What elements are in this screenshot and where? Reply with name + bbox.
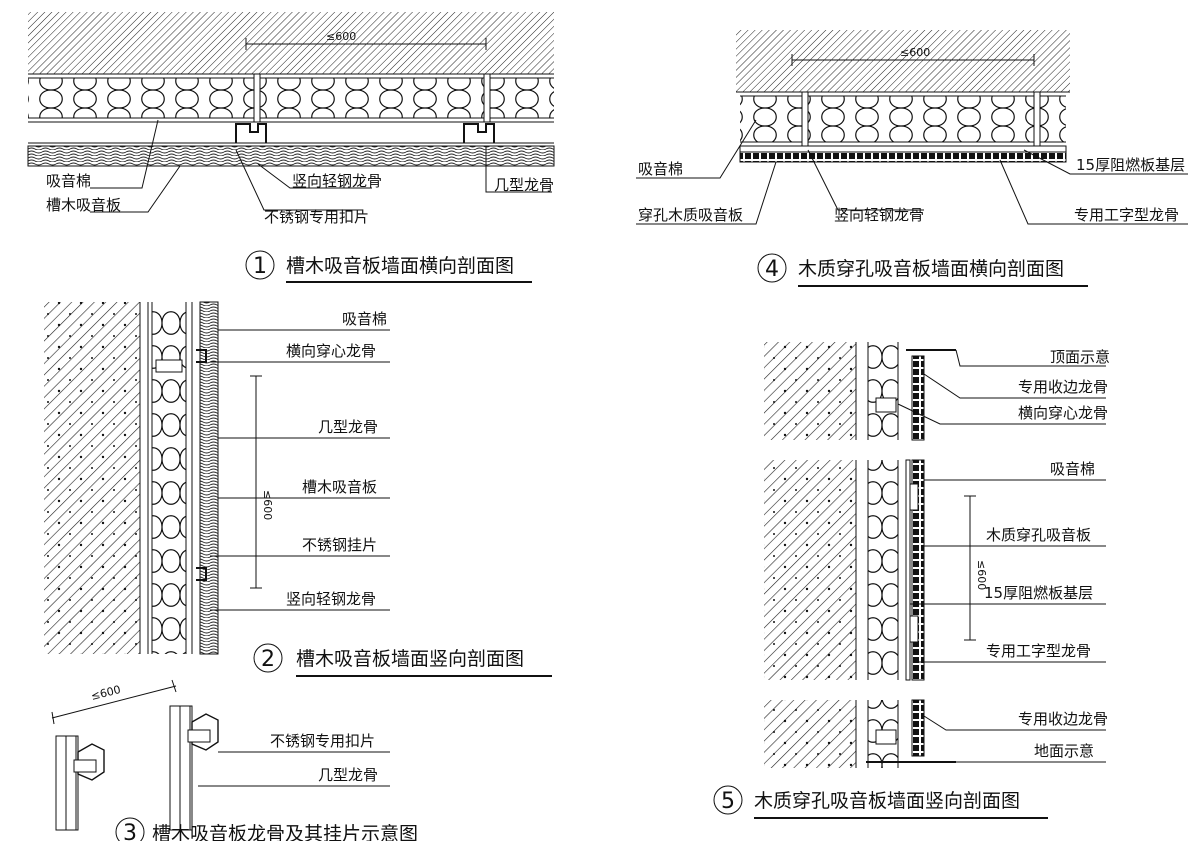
d5-ibeam-1 (909, 483, 919, 511)
d5-label-cross: 横向穿心龙骨 (1018, 404, 1108, 422)
d4-insulation (740, 96, 1066, 142)
d2-label-stud: 竖向轻钢龙骨 (286, 590, 376, 608)
d5-label-floor: 地面示意 (1034, 742, 1094, 760)
d5-label-top: 顶面示意 (1050, 348, 1110, 366)
d5-cross-channel (875, 397, 897, 413)
d5-panel-bottom (911, 699, 925, 757)
d2-title: 槽木吸音板墙面竖向剖面图 (296, 648, 524, 670)
d3-number: 3 (123, 821, 137, 841)
d4-label-base: 15厚阻燃板基层 (1076, 156, 1185, 174)
d2-omega-bottom (196, 567, 207, 581)
d3-label-clip: 不锈钢专用扣片 (270, 732, 375, 750)
d4-title: 木质穿孔吸音板墙面横向剖面图 (798, 258, 1064, 280)
d5-label-panel: 木质穿孔吸音板 (986, 526, 1091, 544)
d1-stud-1 (253, 73, 261, 123)
d4-perforated-panel (739, 151, 1067, 163)
d4-stud-2 (1033, 91, 1041, 147)
d2-label-cross: 横向穿心龙骨 (286, 342, 376, 360)
d2-label-hanger: 不锈钢挂片 (302, 536, 377, 554)
d1-label-omega: 几型龙骨 (494, 176, 554, 194)
d1-omega-2 (463, 123, 495, 143)
d5-number: 5 (721, 789, 735, 814)
d5-label-absorb: 吸音棉 (1050, 460, 1095, 478)
d2-label-panel: 槽木吸音板 (302, 478, 377, 496)
d1-stud-2 (483, 73, 491, 123)
d5-insulation-top (868, 342, 898, 440)
d2-omega-top (196, 349, 207, 363)
d1-label-absorb: 吸音棉 (46, 172, 91, 190)
d2-label-omega: 几型龙骨 (318, 418, 378, 436)
d1-label-panel: 槽木吸音板 (46, 196, 121, 214)
d1-insulation (28, 78, 554, 118)
d3-label-omega: 几型龙骨 (318, 766, 378, 784)
d5-dimension: ≤600 (975, 560, 988, 590)
d1-label-clip: 不锈钢专用扣片 (264, 208, 369, 226)
d1-omega-1 (235, 123, 267, 143)
diagram-3: ≤600 不锈钢专用扣片 几型龙骨 3 槽木吸音板龙骨及其挂片示意图 (51, 679, 418, 841)
diagram-2: ≤600 吸音棉 横向穿心龙骨 几型龙骨 槽木吸音板 不锈钢挂片 竖向轻钢龙骨 … (44, 301, 552, 677)
d1-concrete-wall (28, 12, 554, 74)
d1-groove-panel (27, 145, 555, 167)
d5-panel-top (911, 355, 925, 441)
d5-label-edge2: 专用收边龙骨 (1018, 710, 1108, 728)
diagram-4: ≤600 吸音棉 穿孔木质吸音板 竖向轻钢龙骨 15厚阻燃板基层 专用工字型龙骨… (636, 30, 1188, 287)
d5-label-ibeam: 专用工字型龙骨 (986, 642, 1091, 660)
d2-groove-panel (199, 301, 219, 655)
d3-omega-left (55, 735, 79, 831)
d5-label-edge1: 专用收边龙骨 (1018, 378, 1108, 396)
d4-label-stud: 竖向轻钢龙骨 (834, 206, 924, 224)
diagram-1: ≤600 吸音棉 槽木吸音板 竖向轻钢龙骨 不锈钢专用扣片 几型龙骨 1 槽木吸… (27, 12, 555, 283)
d2-insulation (152, 302, 186, 654)
d1-dimension: ≤600 (326, 30, 356, 43)
d4-label-absorb: 吸音棉 (638, 160, 683, 178)
d2-label-absorb: 吸音棉 (342, 310, 387, 328)
d4-number: 4 (765, 257, 779, 282)
d3-omega-right (169, 705, 193, 831)
d1-title: 槽木吸音板墙面横向剖面图 (286, 255, 514, 277)
d2-number: 2 (261, 647, 275, 672)
d5-ibeam-2 (909, 615, 919, 643)
d5-insulation-mid (868, 460, 898, 680)
d2-cross-channel (155, 359, 183, 373)
d4-base-board (739, 145, 1067, 153)
d5-label-base: 15厚阻燃板基层 (984, 584, 1093, 602)
d4-concrete-wall (736, 30, 1070, 92)
d1-number: 1 (253, 254, 267, 279)
d2-dimension: ≤600 (261, 490, 274, 520)
d4-stud-1 (801, 91, 809, 147)
d4-label-panel: 穿孔木质吸音板 (638, 206, 743, 224)
d3-title: 槽木吸音板龙骨及其挂片示意图 (152, 823, 418, 841)
d4-label-ibeam: 专用工字型龙骨 (1074, 206, 1179, 224)
d5-base-board (905, 459, 911, 681)
d3-dimension: ≤600 (90, 683, 122, 703)
d4-dimension: ≤600 (900, 46, 930, 59)
d5-title: 木质穿孔吸音板墙面竖向剖面图 (754, 790, 1020, 812)
diagram-5: ≤600 顶面示意 专用收边龙骨 横向穿心龙骨 吸音棉 木质穿孔吸音板 15厚阻… (713, 342, 1110, 819)
d1-label-stud: 竖向轻钢龙骨 (292, 172, 382, 190)
